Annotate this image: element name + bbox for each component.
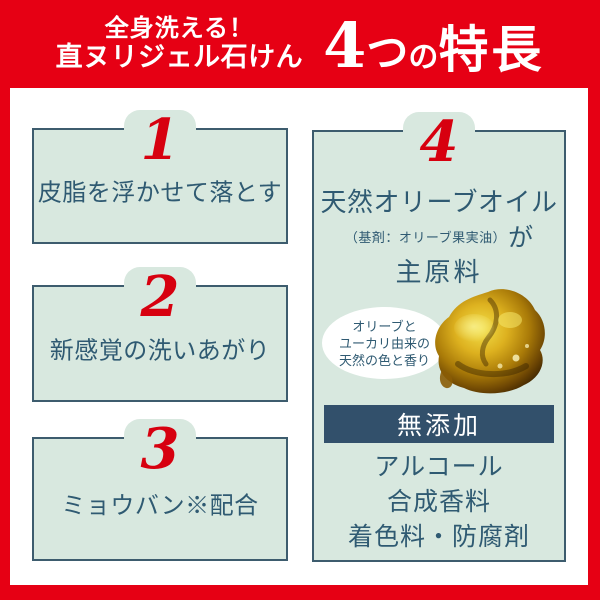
feature-1-number: 1 [140, 107, 180, 173]
feature-4-number-tab: 4 [403, 112, 475, 174]
feature-4-box: 4 天然オリーブオイル （基剤：オリーブ果実油） が 主原料 オリーブと ユーカ… [312, 112, 566, 562]
feature-3-text: ミョウバン※配合 [61, 492, 259, 520]
feature-4-subtitle: （基剤：オリーブ果実油） [344, 229, 507, 245]
feature-4-subtitle-row: （基剤：オリーブ果実油） が [314, 218, 564, 254]
feature-1-number-tab: 1 [124, 110, 196, 172]
feature-2-box: 2 新感覚の洗いあがり [32, 267, 288, 402]
additive-free-badge: 無添加 [324, 405, 554, 443]
feature-4-title: 天然オリーブオイル [320, 187, 558, 217]
feature-1-text: 皮脂を浮かせて落とす [37, 179, 283, 207]
feature-4-number: 4 [419, 109, 459, 175]
features-title-main: 特長 [438, 20, 545, 79]
additive-item-colorant-preservative: 着色料・防腐剤 [347, 523, 530, 551]
product-name: 全身洗える！ 直ヌリジェル石けん [56, 15, 304, 74]
header: 全身洗える！ 直ヌリジェル石けん 4 つ の 特長 [0, 0, 600, 88]
origin-bubble: オリーブと ユーカリ由来の 天然の色と香り [322, 307, 447, 379]
origin-bubble-line1: オリーブと [352, 318, 417, 334]
origin-bubble-line2: ユーカリ由来の [338, 335, 430, 351]
feature-3-number: 3 [140, 416, 180, 482]
features-title-number: 4 [323, 9, 367, 82]
feature-2-number: 2 [140, 264, 180, 330]
header-line1: 全身洗える！ [104, 14, 255, 42]
features-title-tsu: つ [366, 28, 409, 77]
feature-4-particle: が [508, 224, 534, 252]
feature-4-visual: オリーブと ユーカリ由来の 天然の色と香り [314, 284, 564, 404]
feature-1-box: 1 皮脂を浮かせて落とす [32, 110, 288, 244]
feature-2-number-tab: 2 [124, 267, 196, 329]
olive-gel-image [435, 289, 545, 394]
additive-item-synthetic-fragrance: 合成香料 [386, 488, 491, 516]
header-line2: 直ヌリジェル石けん [55, 42, 304, 73]
origin-bubble-line3: 天然の色と香り [338, 352, 430, 368]
feature-4-main-ingredient: 主原料 [395, 257, 483, 287]
additive-item-alcohol: アルコール [374, 453, 504, 481]
additive-list: アルコール 合成香料 着色料・防腐剤 [314, 450, 564, 555]
feature-3-box: 3 ミョウバン※配合 [32, 419, 288, 561]
features-title: 4 つ の 特長 [323, 10, 544, 82]
feature-2-text: 新感覚の洗いあがり [49, 337, 271, 365]
feature-3-number-tab: 3 [124, 419, 196, 481]
features-title-no: の [408, 40, 439, 75]
content-panel: 1 皮脂を浮かせて落とす 2 新感覚の洗いあがり 3 ミョウバン※配合 4 天然… [10, 88, 588, 585]
